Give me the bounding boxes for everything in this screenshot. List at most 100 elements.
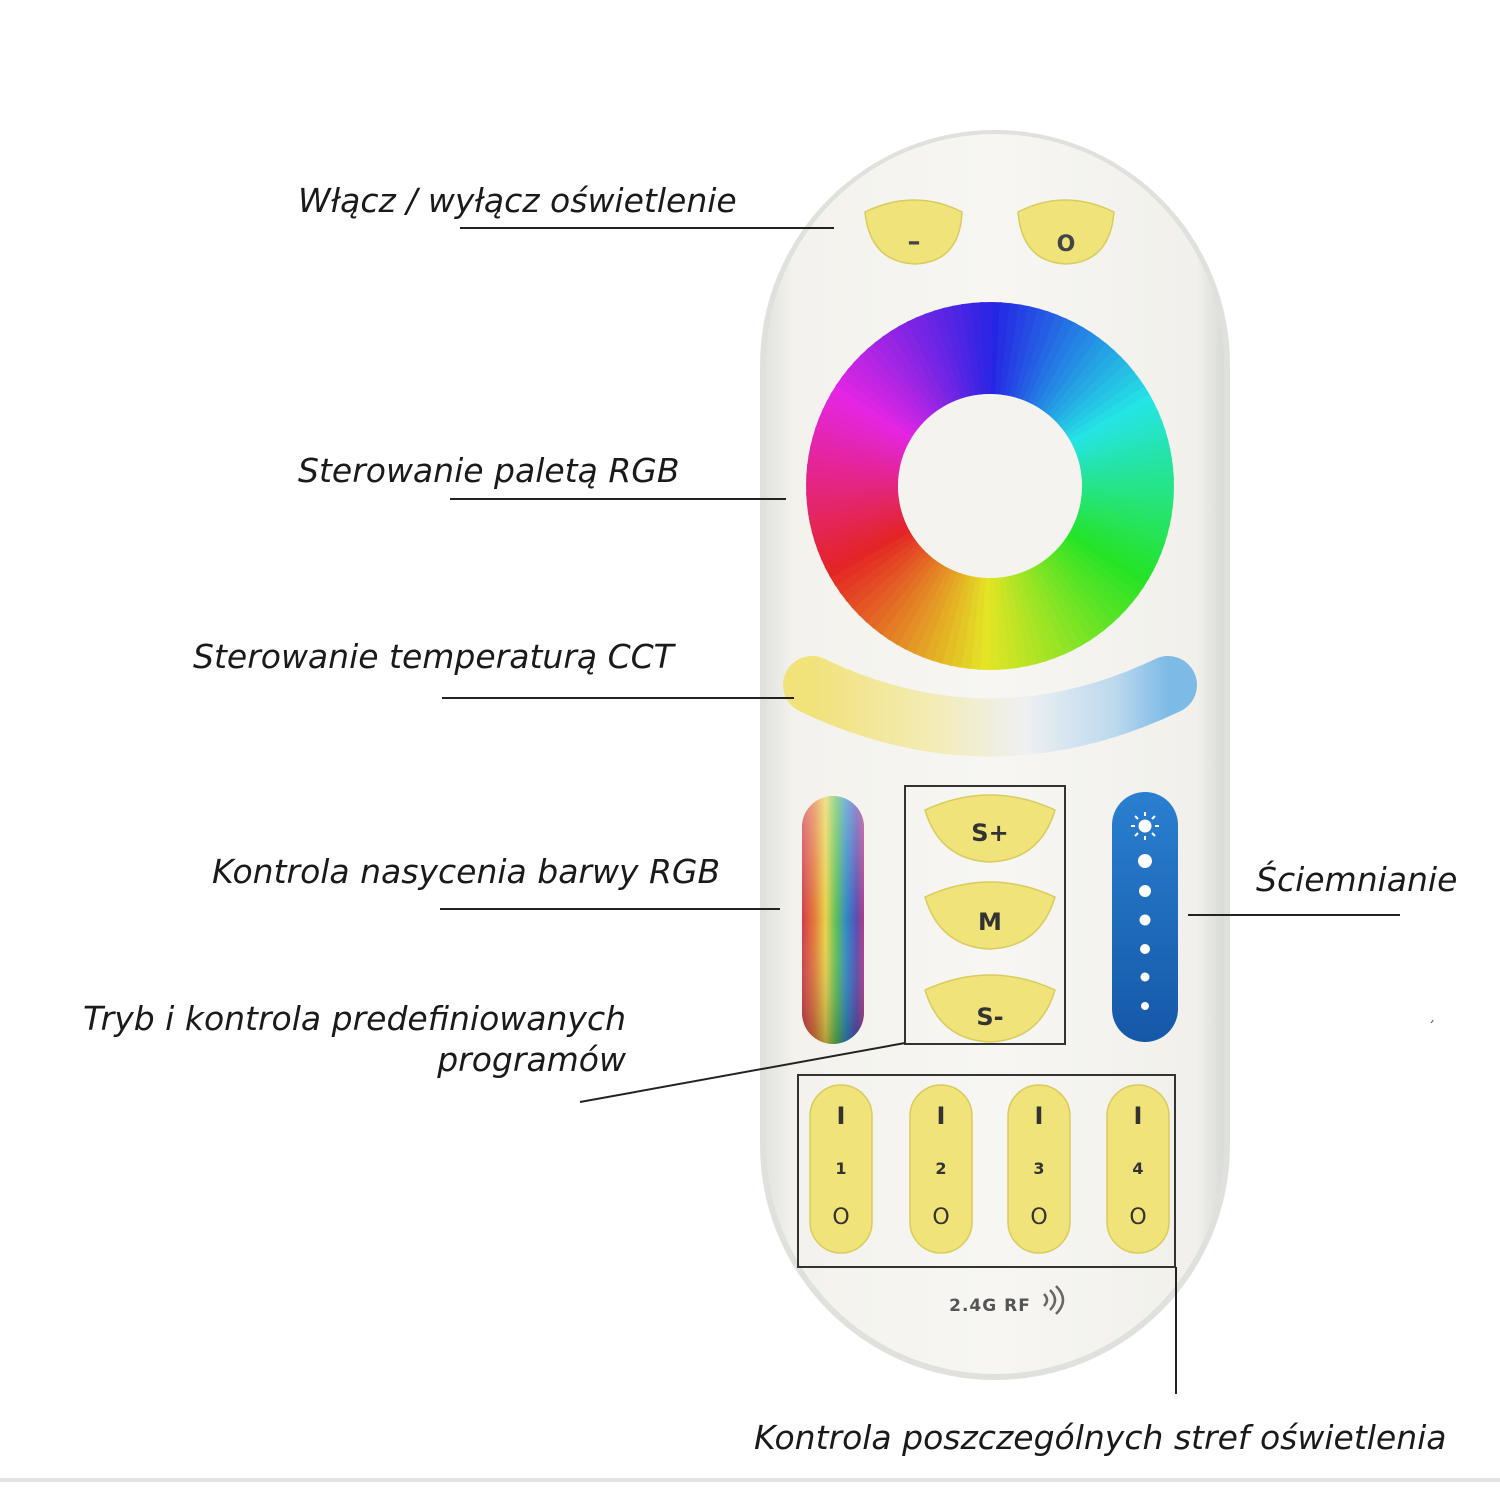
- color-wheel-segment: [951, 303, 978, 397]
- color-wheel-segment: [980, 302, 993, 395]
- color-wheel-segment: [1050, 551, 1121, 625]
- color-wheel-segment: [839, 538, 919, 602]
- mode-button[interactable]: M: [924, 881, 1056, 950]
- color-wheel-segment: [1046, 554, 1114, 631]
- color-wheel-segment: [1054, 547, 1127, 619]
- leader-lines: [440, 227, 1400, 1394]
- zone-2-button[interactable]: I 2 O: [909, 1084, 973, 1254]
- color-wheel-segment: [915, 313, 959, 402]
- color-wheel-segment: [1064, 377, 1146, 438]
- color-wheel-segment: [1055, 355, 1129, 426]
- power-on-label: O: [1057, 232, 1076, 257]
- color-wheel-segment: [1058, 362, 1135, 430]
- power-off-button[interactable]: –: [864, 199, 963, 265]
- color-wheel-segment: [933, 307, 968, 399]
- color-wheel-segment: [1040, 331, 1101, 413]
- zone-4-button[interactable]: I 4 O: [1106, 1084, 1170, 1254]
- stray-mark: ´: [1428, 1020, 1435, 1036]
- sun-icon: [1131, 812, 1159, 840]
- color-wheel-segment: [987, 577, 1000, 670]
- color-wheel-segment: [851, 546, 925, 617]
- color-wheel-segment: [871, 556, 936, 635]
- zone-group-frame: [797, 1074, 1176, 1268]
- color-wheel-segment: [1044, 337, 1109, 416]
- mode-group-frame: [904, 785, 1066, 1045]
- color-wheel-segment: [1017, 571, 1056, 662]
- color-wheel-segment: [895, 564, 949, 650]
- color-wheel-segment: [1057, 543, 1133, 612]
- color-wheel-center-button[interactable]: [898, 394, 1082, 578]
- color-wheel-segment: [866, 341, 934, 418]
- color-wheel-segment: [1061, 370, 1141, 434]
- wireless-signal-icon: [1043, 1285, 1065, 1315]
- zone-3-on-label: I: [1035, 1102, 1044, 1130]
- color-wheel-segment: [906, 316, 954, 405]
- color-wheel-segment: [811, 508, 903, 543]
- color-wheel-segment: [879, 559, 940, 641]
- mode-label: M: [978, 908, 1002, 936]
- color-wheel-segment: [817, 517, 906, 561]
- color-wheel-segment: [818, 408, 907, 454]
- color-wheel-segment: [857, 550, 929, 623]
- color-wheel-segment: [887, 562, 944, 646]
- zone-1-on-label: I: [837, 1102, 846, 1130]
- color-wheel-segment: [1080, 457, 1174, 478]
- brightness-level-dots: [1138, 854, 1152, 1010]
- color-wheel-segment: [912, 569, 958, 658]
- color-wheel-segment: [853, 353, 926, 425]
- color-wheel-segment: [874, 335, 938, 415]
- zone-1-button[interactable]: I 1 O: [809, 1084, 873, 1254]
- color-wheel-segment: [1069, 394, 1156, 446]
- color-wheel-segment: [1068, 527, 1154, 581]
- saturation-slider-shade: [802, 796, 864, 1044]
- color-wheel-segment: [841, 367, 920, 432]
- color-wheel-segment: [834, 534, 916, 595]
- annotation-modes-line2: programów: [437, 1040, 626, 1080]
- color-wheel-segment: [942, 305, 973, 398]
- speed-down-button[interactable]: S-: [924, 974, 1056, 1043]
- annotation-modes: Tryb i kontrola predefiniowanych program…: [60, 998, 626, 1081]
- zone-2-on-label: I: [937, 1102, 946, 1130]
- annotation-saturation: Kontrola nasycenia barwy RGB: [212, 852, 721, 891]
- color-wheel-segment: [1071, 523, 1159, 573]
- color-wheel-segment: [847, 360, 923, 429]
- color-wheel-segment: [1077, 429, 1169, 464]
- color-wheel-segment: [829, 530, 913, 587]
- color-wheel-segment: [1063, 536, 1145, 597]
- color-wheel-segment: [835, 375, 917, 436]
- color-wheel-segment: [998, 576, 1019, 670]
- bottom-divider: [0, 1478, 1500, 1482]
- color-wheel-segment: [1060, 540, 1139, 605]
- annotation-power: Włącz / wyłącz oświetlenie: [298, 181, 737, 220]
- zone-4-off-label: O: [1129, 1205, 1146, 1230]
- leader-line-modes: [579, 1042, 906, 1103]
- color-wheel-segment: [864, 553, 933, 629]
- color-wheel-segment: [807, 498, 901, 525]
- color-wheel-segment: [1079, 447, 1173, 474]
- zone-4-on-label: I: [1134, 1102, 1143, 1130]
- color-wheel-segment: [1067, 385, 1151, 442]
- zone-buttons: I 1 O I 2 O I 3 O I 4 O: [809, 1084, 1170, 1254]
- color-wheel-segment: [1075, 420, 1166, 459]
- color-wheel-segment: [1012, 573, 1047, 665]
- color-wheel-segment: [1007, 574, 1038, 667]
- color-wheel-segment: [830, 383, 914, 440]
- speed-down-label: S-: [976, 1003, 1003, 1031]
- speed-up-label: S+: [971, 819, 1008, 847]
- zone-2-number: 2: [935, 1159, 946, 1178]
- cct-slider[interactable]: [783, 656, 1197, 757]
- power-on-button[interactable]: O: [1017, 199, 1115, 265]
- color-wheel-segment: [806, 483, 899, 496]
- zone-3-off-label: O: [1030, 1205, 1047, 1230]
- speed-up-button[interactable]: S+: [924, 794, 1056, 863]
- color-wheel-segment: [820, 522, 909, 570]
- annotation-dimming: Ściemnianie: [1256, 860, 1458, 899]
- color-wheel-segment: [824, 526, 911, 578]
- color-wheel-segment: [1031, 322, 1085, 408]
- color-wheel-segment: [1073, 518, 1162, 564]
- zone-3-button[interactable]: I 3 O: [1007, 1084, 1071, 1254]
- color-wheel-segment: [1030, 565, 1082, 652]
- power-off-label: –: [908, 227, 921, 257]
- rgb-color-wheel[interactable]: [806, 302, 1174, 670]
